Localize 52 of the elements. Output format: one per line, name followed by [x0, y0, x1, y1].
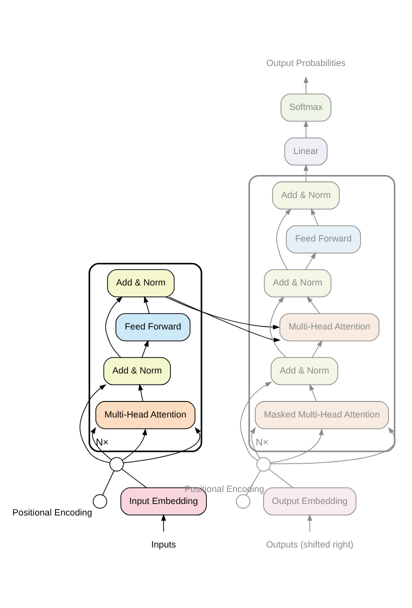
arrow — [161, 513, 166, 532]
node-box: Add & Norm — [264, 268, 332, 297]
arrow — [80, 384, 110, 463]
arrow — [122, 428, 148, 460]
node-box: Softmax — [280, 93, 332, 122]
node-box: Multi-Head Attention — [279, 312, 380, 341]
connector — [121, 468, 147, 488]
node-box: Add & Norm — [270, 356, 338, 385]
node-circle — [256, 456, 271, 471]
arrow — [123, 426, 201, 463]
arrow — [309, 383, 317, 402]
arrow — [312, 339, 322, 358]
arrow — [144, 295, 150, 314]
connector — [102, 470, 114, 495]
node-box: Linear — [284, 137, 328, 166]
arrow — [90, 426, 112, 460]
arrow — [276, 208, 292, 270]
arrow — [305, 252, 316, 270]
node-circle — [236, 494, 250, 508]
arrow — [310, 208, 318, 226]
node-text: Outputs (shifted right) — [266, 539, 354, 550]
node-text: Output Probabilities — [266, 58, 346, 68]
node-box: Multi-Head Attention — [95, 400, 196, 429]
arrow — [270, 296, 286, 358]
arrow — [142, 339, 149, 358]
node-circle — [109, 456, 124, 471]
arrow — [307, 513, 312, 532]
arrow — [304, 164, 308, 182]
arrow — [166, 296, 280, 329]
arrow — [240, 381, 272, 460]
arrow — [250, 426, 260, 458]
arrow — [168, 296, 281, 342]
node-box: Add & Norm — [103, 356, 171, 385]
arrow — [105, 296, 123, 358]
node-box: Add & Norm — [107, 268, 175, 297]
node-box: Output Embedding — [263, 486, 356, 515]
connector — [268, 468, 294, 488]
node-box: Add & Norm — [272, 180, 340, 209]
arrow — [138, 383, 144, 402]
arrow — [304, 120, 308, 138]
node-label: Positional Encoding — [12, 507, 92, 517]
node-label: N× — [96, 437, 109, 448]
arrow — [304, 76, 308, 94]
arrow — [270, 426, 396, 464]
arrow — [270, 428, 324, 463]
node-box: Feed Forward — [116, 312, 190, 341]
node-label: N× — [256, 437, 268, 448]
node-box: Masked Multi-Head Attention — [254, 400, 389, 429]
arrow — [306, 296, 320, 314]
node-text: Inputs — [151, 539, 176, 550]
node-box: Feed Forward — [286, 224, 361, 253]
node-circle — [92, 494, 108, 508]
